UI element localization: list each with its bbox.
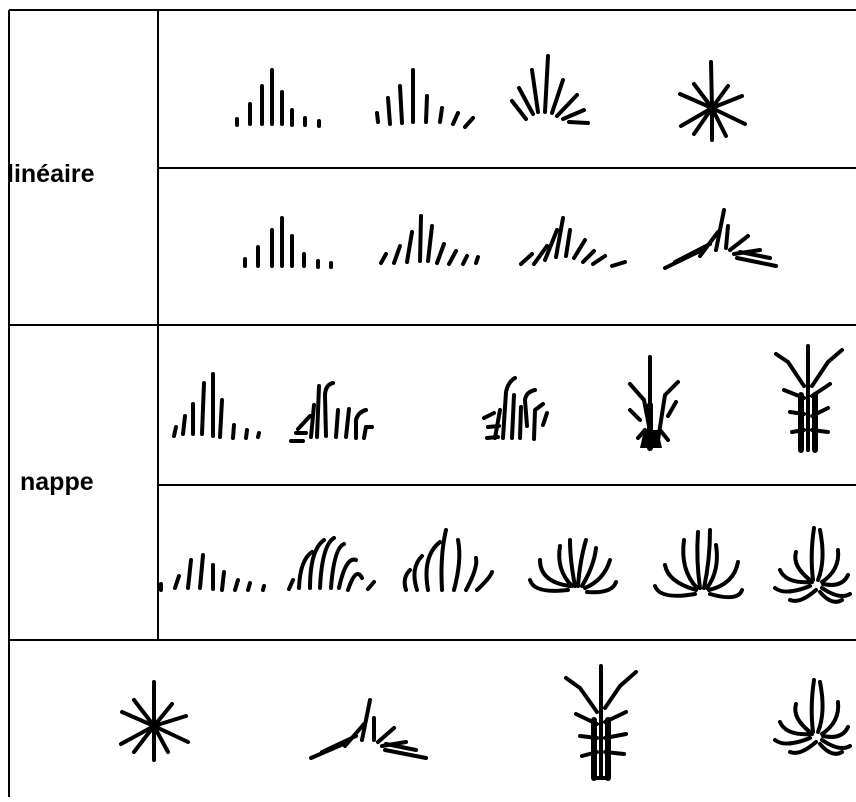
root-system-nappe-a-1 xyxy=(172,372,261,440)
root-system-nappe-b-5 xyxy=(653,528,744,600)
root-system-summary-pivot xyxy=(309,698,428,760)
root-system-summary-fasciculate xyxy=(564,664,638,781)
root-system-lineaire-b-1 xyxy=(243,216,333,269)
root-system-summary-star xyxy=(119,680,190,762)
table-grid xyxy=(8,9,856,797)
root-system-lineaire-a-1 xyxy=(235,68,321,128)
root-system-nappe-a-4 xyxy=(628,355,680,451)
root-system-lineaire-a-3 xyxy=(510,54,590,125)
root-system-lineaire-b-3 xyxy=(519,216,627,268)
root-system-nappe-a-2 xyxy=(289,381,374,443)
root-system-nappe-b-3 xyxy=(402,528,494,592)
root-system-nappe-a-5 xyxy=(774,344,844,453)
root-system-lineaire-a-2 xyxy=(375,68,475,129)
root-system-nappe-b-4 xyxy=(528,538,618,595)
root-system-nappe-b-2 xyxy=(287,536,376,592)
root-system-nappe-b-6 xyxy=(773,526,852,604)
root-system-nappe-b-1 xyxy=(159,553,266,592)
row-label-lineaire: linéaire xyxy=(7,160,95,188)
root-system-lineaire-b-2 xyxy=(379,214,480,266)
row-label-nappe: nappe xyxy=(20,468,94,496)
root-system-summary-curving xyxy=(773,678,852,756)
root-system-nappe-a-3 xyxy=(482,376,549,441)
root-system-lineaire-a-4 xyxy=(678,60,747,142)
root-system-lineaire-b-4 xyxy=(663,208,778,270)
